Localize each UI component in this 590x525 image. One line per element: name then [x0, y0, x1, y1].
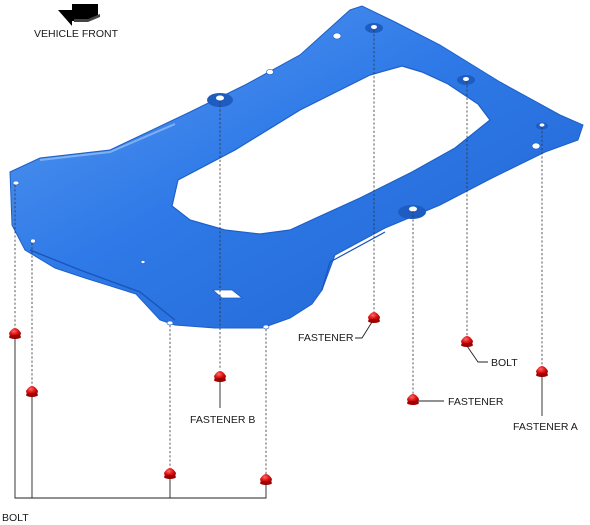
fastener-parts — [9, 312, 548, 485]
panel-ridge — [39, 123, 176, 161]
bolt-fastener — [461, 336, 473, 347]
panel-mounting-holes — [12, 32, 541, 330]
fastener-part — [407, 394, 419, 405]
bolt-fastener — [260, 474, 272, 485]
panel-bosses — [207, 23, 548, 219]
fastener-part — [368, 312, 380, 323]
fastener-label: FASTENER — [298, 332, 354, 344]
panel-ridge — [321, 231, 386, 291]
fastener-a-label: FASTENER A — [513, 421, 578, 433]
fastener-label: FASTENER — [448, 396, 504, 408]
leader-lines — [14, 321, 543, 499]
vehicle-front-label: VEHICLE FRONT — [34, 28, 119, 40]
bolt-fastener — [164, 468, 176, 479]
panel-ridge — [29, 249, 176, 321]
bolt-label: BOLT — [491, 357, 518, 369]
bolt-fastener — [26, 386, 38, 397]
fastener-a-part — [536, 366, 548, 377]
bolt-fastener — [9, 328, 21, 339]
fastener-b-label: FASTENER B — [190, 414, 255, 426]
fastener-b-part — [214, 371, 226, 382]
arrow-icon-shade — [74, 14, 100, 22]
alignment-lines — [14, 30, 543, 474]
callout-labels: FASTENER BOLT FASTENER FASTENER A FASTEN… — [2, 332, 578, 524]
bolt-label: BOLT — [2, 512, 29, 524]
panel-center-opening — [171, 65, 491, 235]
arrow-icon — [58, 4, 98, 26]
under-cover-panel — [9, 5, 584, 330]
vehicle-front-indicator: VEHICLE FRONT — [34, 4, 119, 40]
